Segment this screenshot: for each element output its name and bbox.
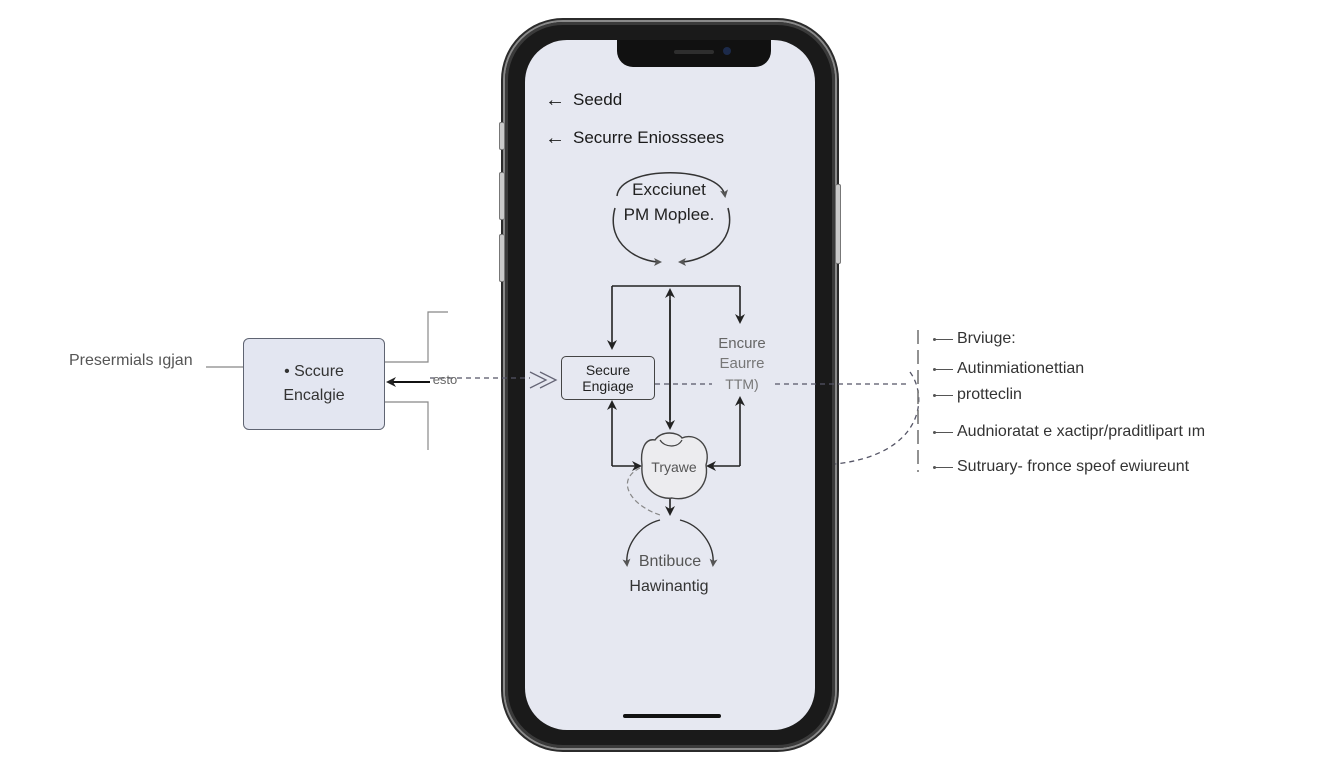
cycle-arc-right	[678, 207, 731, 266]
legend-bullet-icon	[933, 367, 953, 371]
cycle-arc-top	[616, 172, 728, 198]
volume-down-button	[499, 234, 505, 282]
legend-bullet-icon	[933, 393, 953, 397]
encure-line1: Encure	[718, 335, 766, 352]
legend-bullet-icon	[933, 465, 953, 469]
nav-label: Seedd	[573, 90, 623, 109]
chevron-right-icon	[529, 371, 548, 389]
notch	[617, 40, 771, 67]
bottom-node-line2: Hawinantig	[629, 578, 708, 595]
cycle-node-arcs	[612, 172, 731, 266]
home-indicator[interactable]	[623, 714, 721, 718]
bullet: •	[284, 363, 290, 380]
center-node-shape	[640, 432, 708, 500]
silent-switch	[499, 122, 505, 150]
center-dashed-loop	[627, 467, 661, 516]
center-node-label: Tryawe	[651, 459, 697, 475]
front-camera	[723, 47, 731, 55]
left-bracket-top	[384, 311, 448, 363]
bottom-node-line1: Bntibuce	[639, 553, 701, 570]
volume-up-button	[499, 172, 505, 220]
cycle-node-line2: PM Moplee.	[624, 205, 715, 224]
legend-item: Audnioratat e xactipr/praditlipart ım	[933, 423, 1206, 441]
nav-item-seedd[interactable]: ← Seedd	[545, 90, 622, 110]
cycle-node-line1: Excciunet	[632, 180, 706, 199]
legend-item: Sutruary- fronce speof ewiureunt	[933, 458, 1190, 476]
power-button	[835, 184, 841, 264]
left-bracket-bottom	[384, 401, 429, 450]
legend-label: Autinmiationettian	[957, 360, 1085, 377]
legend-label: Brviuge:	[957, 330, 1016, 347]
secure-box-line1: Secure	[585, 362, 631, 378]
legend-item: Brviuge:	[933, 330, 1016, 348]
arrow-left-icon: ←	[545, 127, 565, 149]
bottom-arc-right	[679, 519, 718, 567]
bottom-arc-left	[622, 519, 661, 567]
legend-bullet-icon	[933, 337, 953, 341]
left-caption: Presermials ıgjan	[69, 352, 193, 369]
left-box-line2: Encalgie	[283, 387, 345, 404]
legend-curve-dashed	[834, 371, 920, 465]
secure-box-line2: Engiage	[582, 378, 634, 394]
legend-item: protteclin	[933, 386, 1022, 404]
arrow-left-icon: ←	[545, 89, 565, 111]
speaker-grille	[674, 50, 714, 54]
legend-label: Sutruary- fronce speof ewiureunt	[957, 458, 1190, 475]
center-node-notch	[659, 439, 683, 447]
left-box-line1: Sccure	[294, 363, 344, 380]
secure-engage-box[interactable]: Secure Engiage	[561, 356, 655, 400]
legend-bullet-icon	[933, 430, 953, 434]
cycle-arc-left	[612, 207, 662, 266]
encure-line2: Eaurre	[719, 355, 764, 372]
chevron-right-icon	[539, 371, 558, 389]
legend-label: Audnioratat e xactipr/praditlipart ım	[957, 423, 1206, 440]
left-connector-label: esto	[433, 372, 458, 387]
legend-item: Autinmiationettian	[933, 360, 1085, 378]
nav-label: Securre Eniosssees	[573, 128, 725, 147]
nav-item-securre-eniosssees[interactable]: ← Securre Eniosssees	[545, 128, 724, 148]
secure-encalgie-box[interactable]: • Sccure Encalgie	[243, 338, 385, 430]
encure-line3: TTM)	[725, 376, 758, 392]
legend-label: protteclin	[957, 386, 1022, 403]
